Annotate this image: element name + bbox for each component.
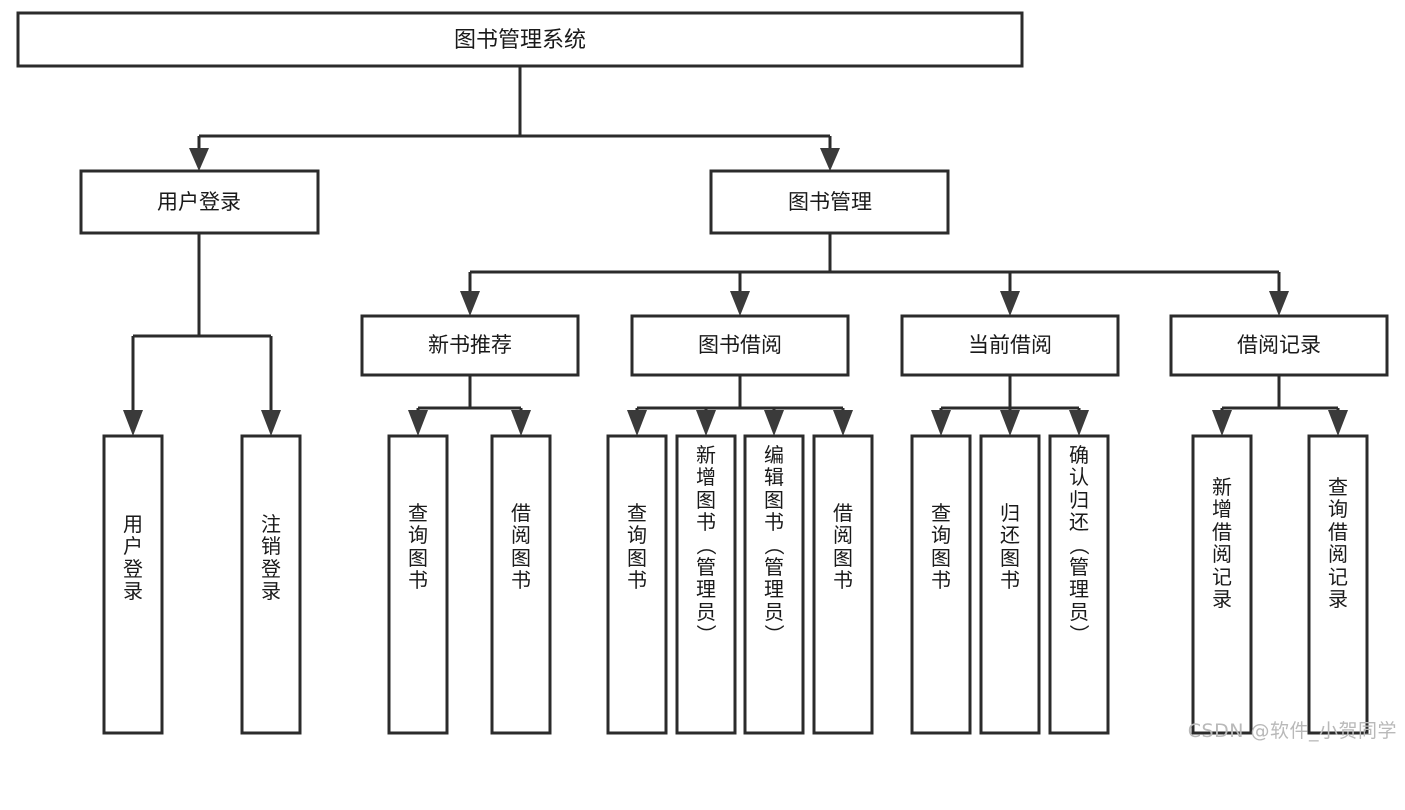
node-leaf-logout-box[interactable] <box>240 434 302 735</box>
arrow-head-leaf-logout <box>261 410 281 436</box>
node-root-label: 图书管理系统 <box>454 28 586 53</box>
node-borrow-record-box[interactable] <box>1169 314 1389 377</box>
arrow-head-leaf-edit-book <box>764 410 784 436</box>
arrow-head-current-borrow <box>1000 291 1020 316</box>
arrow-head-new-book-recommend <box>460 291 480 316</box>
node-leaf-query-record-box[interactable] <box>1307 434 1369 735</box>
node-leaf-add-record-box[interactable] <box>1191 434 1253 735</box>
arrow-head-leaf-confirm-return <box>1069 410 1089 436</box>
diagram-canvas: 图书管理系统 用户登录 图书管理 新书推荐 图书借阅 当前借阅 借阅记录 <box>16 11 1389 735</box>
node-leaf-return-book-box[interactable] <box>979 434 1041 735</box>
node-leaf-borrow-book-2-box[interactable] <box>812 434 874 735</box>
connector-layer <box>123 66 1348 436</box>
node-user-login-label: 用户登录 <box>157 190 241 214</box>
node-new-book-recommend-label: 新书推荐 <box>428 333 512 357</box>
node-leaf-borrow-book-1-box[interactable] <box>490 434 552 735</box>
node-leaf-add-book-box[interactable] <box>675 434 737 735</box>
arrow-head-book-management <box>820 148 840 171</box>
arrow-head-leaf-borrow-book-1 <box>511 410 531 436</box>
arrow-head-leaf-return-book <box>1000 410 1020 436</box>
flowchart-diagram: 图书管理系统 用户登录 图书管理 新书推荐 图书借阅 当前借阅 借阅记录 <box>16 11 1397 742</box>
node-book-borrow-label: 图书借阅 <box>698 333 782 357</box>
node-leaf-edit-book-box[interactable] <box>743 434 805 735</box>
node-current-borrow-box[interactable] <box>900 314 1120 377</box>
arrow-head-leaf-add-book <box>696 410 716 436</box>
arrow-head-leaf-user-login <box>123 410 143 436</box>
arrow-head-book-borrow <box>730 291 750 316</box>
arrow-head-borrow-record <box>1269 291 1289 316</box>
arrow-head-user-login <box>189 148 209 171</box>
node-leaf-user-login-box[interactable] <box>102 434 164 735</box>
node-new-book-recommend-box[interactable] <box>360 314 580 377</box>
node-leaf-query-book-1-box[interactable] <box>387 434 449 735</box>
node-book-borrow-box[interactable] <box>630 314 850 377</box>
node-borrow-record-label: 借阅记录 <box>1237 333 1321 357</box>
node-current-borrow-label: 当前借阅 <box>968 333 1052 357</box>
node-leaf-confirm-return-box[interactable] <box>1048 434 1110 735</box>
arrow-head-leaf-query-book-1 <box>408 410 428 436</box>
node-root-box[interactable] <box>16 11 1024 68</box>
arrow-head-leaf-query-book-3 <box>931 410 951 436</box>
arrow-head-leaf-borrow-book-2 <box>833 410 853 436</box>
arrow-head-leaf-add-record <box>1212 410 1232 436</box>
node-user-login-box[interactable] <box>79 169 320 235</box>
node-layer: 图书管理系统 用户登录 图书管理 新书推荐 图书借阅 当前借阅 借阅记录 <box>16 11 1389 735</box>
arrow-head-leaf-query-book-2 <box>627 410 647 436</box>
csdn-watermark: CSDN @软件_小贺同学 <box>1187 720 1397 742</box>
node-book-management-box[interactable] <box>709 169 950 235</box>
arrow-head-leaf-query-record <box>1328 410 1348 436</box>
node-leaf-query-book-2-box[interactable] <box>606 434 668 735</box>
node-leaf-query-book-3-box[interactable] <box>910 434 972 735</box>
node-book-management-label: 图书管理 <box>788 190 872 214</box>
